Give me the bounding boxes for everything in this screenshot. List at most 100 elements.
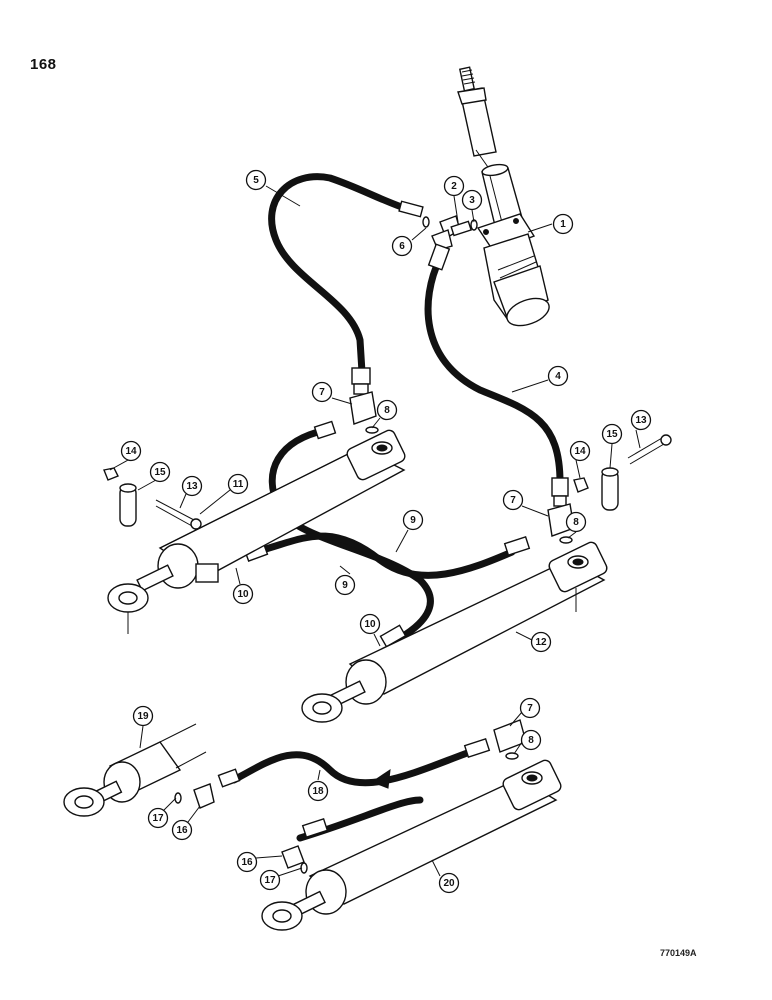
callout-13: 13: [630, 409, 652, 431]
callout-circle: [181, 475, 203, 497]
callout-circle: [236, 851, 258, 873]
callout-circle: [630, 409, 652, 431]
callout-7: 7: [519, 697, 541, 719]
callout-circle: [565, 511, 587, 533]
callout-circle: [391, 235, 413, 257]
steering-valve: [476, 213, 550, 327]
valve-fittings: [422, 215, 478, 251]
hose-4: [424, 243, 569, 507]
callout-number: 15: [154, 467, 166, 478]
callout-number: 12: [535, 637, 547, 648]
callout-8: 8: [565, 511, 587, 533]
callout-circle: [443, 175, 465, 197]
callout-number: 14: [574, 446, 586, 457]
callout-number: 13: [186, 481, 198, 492]
callout-12: 12: [530, 631, 552, 653]
pin-bolt-left: [103, 467, 202, 530]
callout-7: 7: [502, 489, 524, 511]
callout-17: 17: [147, 807, 169, 829]
callout-17: 17: [259, 869, 281, 891]
callout-circle: [547, 365, 569, 387]
callout-circle: [307, 780, 329, 802]
callout-number: 14: [125, 446, 137, 457]
callout-15: 15: [601, 423, 623, 445]
callout-circle: [245, 169, 267, 191]
callout-number: 18: [312, 786, 324, 797]
callout-circle: [171, 819, 193, 841]
callout-number: 8: [573, 517, 579, 528]
callout-15: 15: [149, 461, 171, 483]
callout-14: 14: [569, 440, 591, 462]
callout-circle: [334, 574, 356, 596]
callout-8: 8: [376, 399, 398, 421]
callout-number: 16: [176, 825, 188, 836]
callout-number: 8: [528, 735, 534, 746]
callout-number: 1: [560, 219, 566, 230]
callout-number: 16: [241, 857, 253, 868]
callout-14: 14: [120, 440, 142, 462]
callout-number: 9: [342, 580, 348, 591]
hose-18: [217, 738, 491, 842]
callout-2: 2: [443, 175, 465, 197]
callout-circle: [461, 189, 483, 211]
cylinder-12: [301, 541, 608, 723]
callout-number: 19: [137, 711, 149, 722]
callout-circle: [147, 807, 169, 829]
hose-5: [268, 173, 424, 395]
leader-lines: [109, 185, 641, 877]
callout-number: 17: [264, 875, 276, 886]
callout-circle: [402, 509, 424, 531]
callout-circle: [149, 461, 171, 483]
callout-circle: [520, 729, 542, 751]
callout-1: 1: [552, 213, 574, 235]
callout-number: 10: [364, 619, 376, 630]
callout-9: 9: [334, 574, 356, 596]
callout-8: 8: [520, 729, 542, 751]
callout-circle: [530, 631, 552, 653]
callout-circle: [132, 705, 154, 727]
callout-20: 20: [438, 872, 460, 894]
tee-fitting-middle: [547, 503, 575, 544]
callout-circle: [232, 583, 254, 605]
callout-number: 7: [510, 495, 516, 506]
callout-13: 13: [181, 475, 203, 497]
callout-circle: [502, 489, 524, 511]
callout-circle: [569, 440, 591, 462]
drawing-code: 770149A: [660, 948, 697, 958]
hose-9-upper: [268, 420, 434, 648]
callout-6: 6: [391, 235, 413, 257]
cylinder-19: [63, 723, 215, 817]
callout-number: 13: [635, 415, 647, 426]
callout-circle: [376, 399, 398, 421]
callout-number: 8: [384, 405, 390, 416]
tee-fitting-upper: [349, 391, 379, 434]
callout-circle: [227, 473, 249, 495]
callout-circle: [311, 381, 333, 403]
callout-10: 10: [359, 613, 381, 635]
callout-number: 7: [319, 387, 325, 398]
callout-number: 11: [233, 479, 244, 490]
callout-5: 5: [245, 169, 267, 191]
callout-16: 16: [171, 819, 193, 841]
cylinder-20: [261, 759, 562, 931]
callout-18: 18: [307, 780, 329, 802]
callout-number: 6: [399, 241, 405, 252]
callout-circle: [120, 440, 142, 462]
callout-11: 11: [227, 473, 249, 495]
steering-column: [457, 66, 527, 239]
callout-10: 10: [232, 583, 254, 605]
callout-9: 9: [402, 509, 424, 531]
callout-circle: [519, 697, 541, 719]
callout-number: 4: [555, 371, 561, 382]
callout-number: 15: [606, 429, 618, 440]
page-number: 168: [30, 56, 57, 73]
pin-bolt-right: [573, 434, 672, 511]
callout-number: 10: [237, 589, 249, 600]
callout-number: 20: [443, 878, 455, 889]
callout-number: 2: [451, 181, 457, 192]
callout-16: 16: [236, 851, 258, 873]
callout-circle: [601, 423, 623, 445]
callout-number: 3: [469, 195, 475, 206]
